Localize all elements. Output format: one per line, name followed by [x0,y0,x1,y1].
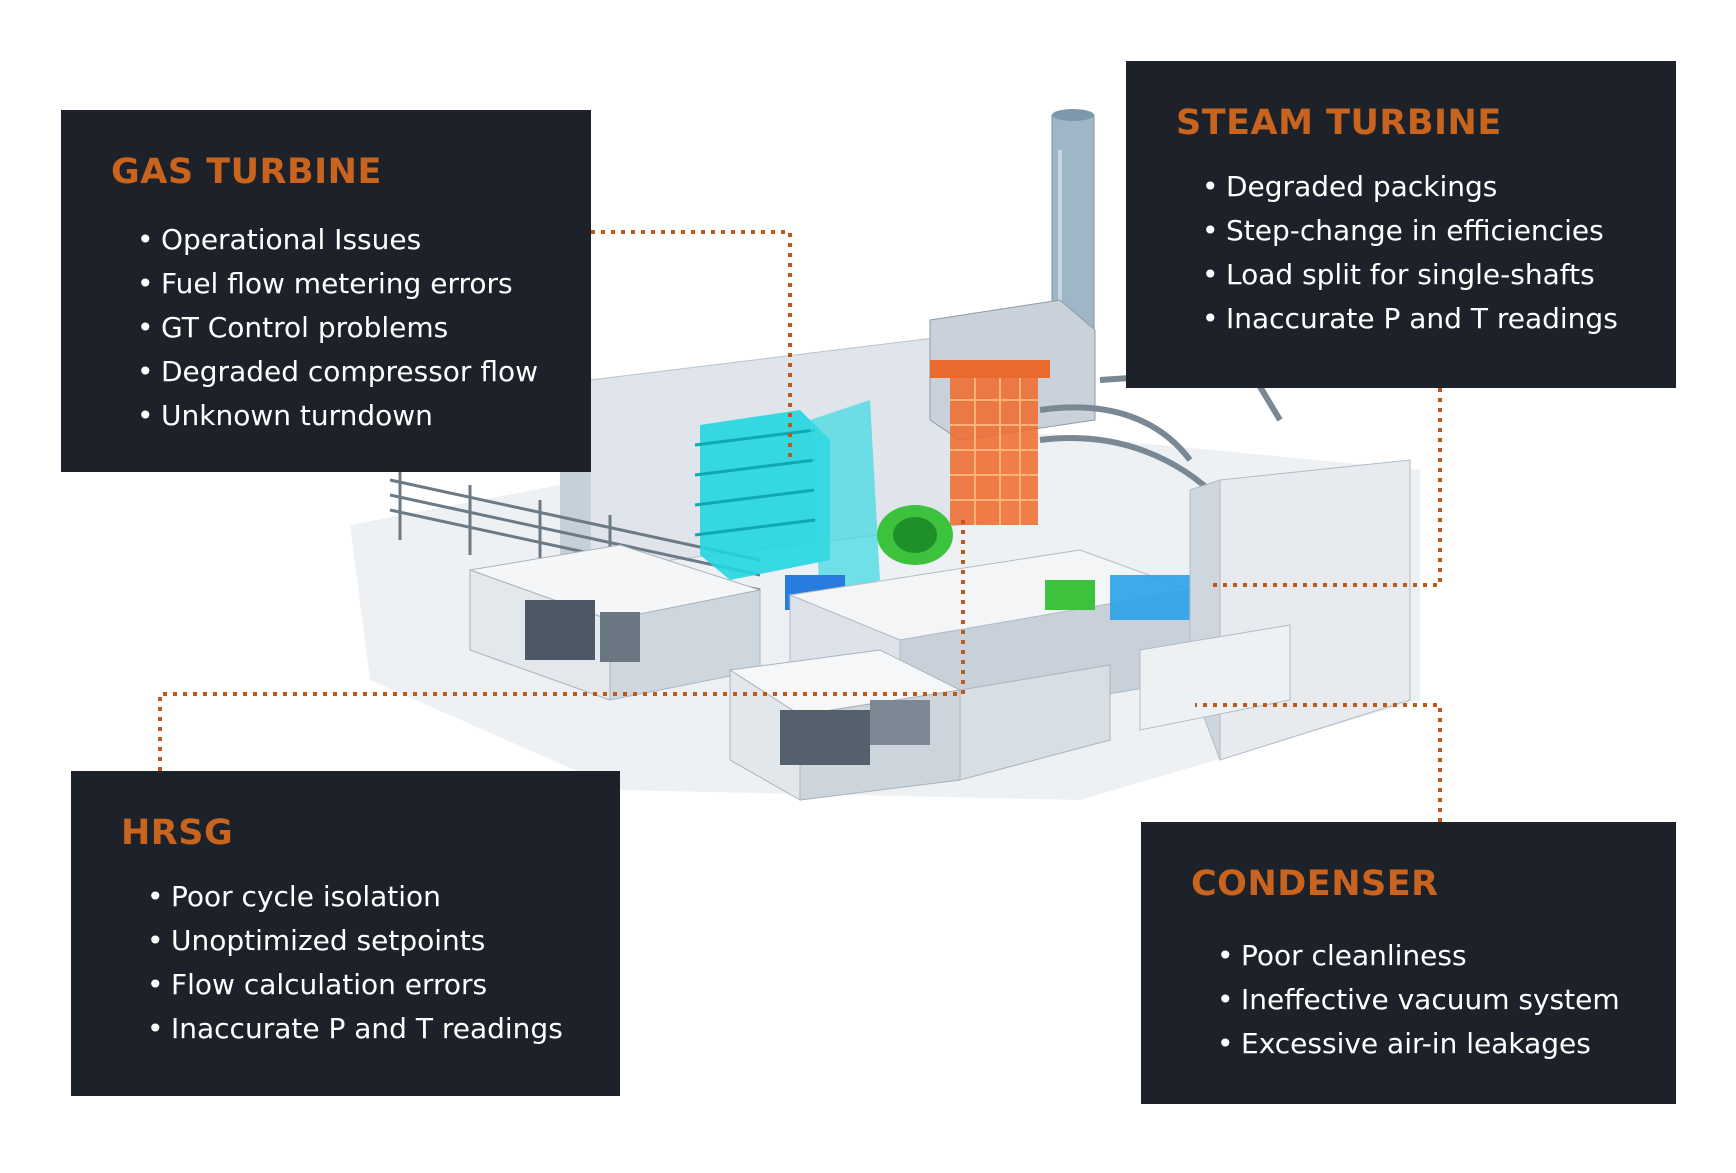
issue-text: Operational Issues [161,223,422,256]
issue-text: Flow calculation errors [171,968,488,1001]
gas-turbine-panel: GAS TURBINE •Operational Issues •Fuel fl… [61,110,591,472]
hrsg-heading: HRSG [121,813,234,853]
issue-text: Unoptimized setpoints [171,924,486,957]
condenser-panel: CONDENSER •Poor cleanliness •Ineffective… [1141,822,1676,1104]
issue-text: Load split for single-shafts [1226,258,1595,291]
issue-text: Unknown turndown [161,399,433,432]
list-item: •Inaccurate P and T readings [147,1012,563,1045]
issue-text: Poor cleanliness [1241,939,1467,972]
hrsg-panel: HRSG •Poor cycle isolation •Unoptimized … [71,771,620,1096]
steam-turbine-heading: STEAM TURBINE [1176,103,1502,143]
list-item: •Excessive air-in leakages [1217,1027,1591,1060]
list-item: •Unknown turndown [137,399,433,432]
issue-text: GT Control problems [161,311,449,344]
steam-turbine-connector [1210,388,1442,587]
list-item: •Step-change in efficiencies [1202,214,1604,247]
hrsg-issues-list: •Poor cycle isolation •Unoptimized setpo… [147,875,620,1051]
condenser-connector [1195,703,1442,822]
list-item: •GT Control problems [137,311,449,344]
power-plant-illustration [350,109,1420,801]
issue-text: Inaccurate P and T readings [1226,302,1618,335]
issue-text: Degraded packings [1226,170,1498,203]
steam-turbine-panel: STEAM TURBINE •Degraded packings •Step-c… [1126,61,1676,388]
gas-turbine-connector [591,230,792,462]
list-item: •Poor cleanliness [1217,939,1467,972]
list-item: •Load split for single-shafts [1202,258,1595,291]
list-item: •Inaccurate P and T readings [1202,302,1618,335]
issue-text: Degraded compressor flow [161,355,538,388]
list-item: •Flow calculation errors [147,968,488,1001]
list-item: •Degraded packings [1202,170,1498,203]
issue-text: Inaccurate P and T readings [171,1012,563,1045]
list-item: •Degraded compressor flow [137,355,538,388]
gas-turbine-issues-list: •Operational Issues •Fuel flow metering … [137,218,591,438]
issue-text: Fuel flow metering errors [161,267,513,300]
issue-text: Excessive air-in leakages [1241,1027,1591,1060]
issue-text: Ineffective vacuum system [1241,983,1620,1016]
issue-text: Step-change in efficiencies [1226,214,1604,247]
list-item: •Ineffective vacuum system [1217,983,1620,1016]
issue-text: Poor cycle isolation [171,880,441,913]
connector-lines [158,230,1442,822]
condenser-heading: CONDENSER [1191,864,1439,904]
gas-turbine-heading: GAS TURBINE [111,152,382,192]
condenser-issues-list: •Poor cleanliness •Ineffective vacuum sy… [1217,934,1676,1066]
list-item: •Operational Issues [137,223,422,256]
list-item: •Poor cycle isolation [147,880,441,913]
list-item: •Fuel flow metering errors [137,267,513,300]
list-item: •Unoptimized setpoints [147,924,486,957]
steam-turbine-issues-list: •Degraded packings •Step-change in effic… [1202,165,1676,341]
